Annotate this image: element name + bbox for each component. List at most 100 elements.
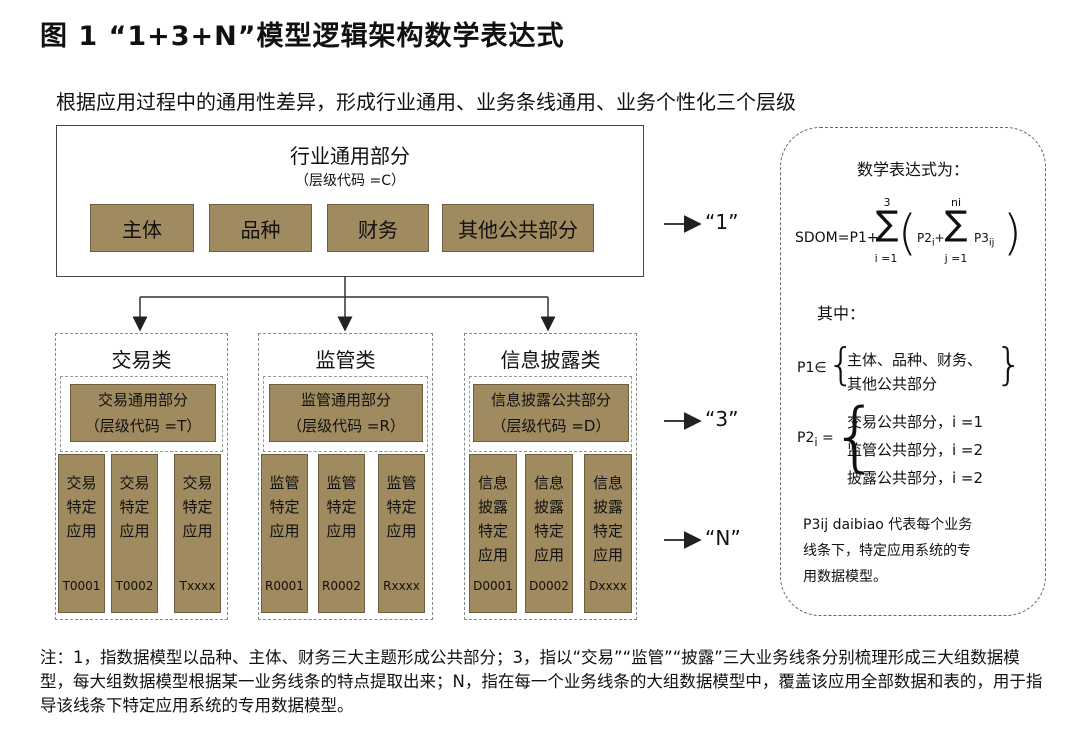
app-line: 应用	[533, 546, 564, 564]
p2-label-base: P2	[797, 430, 815, 446]
app-code: Dxxxx	[589, 579, 627, 593]
app-line: 交易	[182, 474, 213, 492]
label-n: “N”	[705, 526, 741, 550]
group-regulation-title: 监管类	[315, 348, 376, 372]
p2-members: 交易公共部分，i =1 监管公共部分，i =2 披露公共部分，i =2	[847, 408, 983, 492]
formula-where: 其中：	[817, 304, 866, 323]
app-line: 应用	[269, 522, 300, 540]
tile-variety: 品种	[209, 204, 312, 252]
p2-label-eq: =	[817, 430, 834, 446]
group-regulation-common-frame	[263, 376, 428, 452]
p3-description: P3ij daibiao 代表每个业务 线条下，特定应用系统的专 用数据模型。	[803, 512, 972, 590]
app-code: T0002	[115, 579, 154, 593]
app-column-regulation-2: 监管 特定 应用 R0002	[318, 454, 365, 613]
term-p3-sub: ij	[988, 237, 995, 249]
term-p2: P2i+	[917, 231, 945, 248]
p2-label: P2i =	[797, 430, 834, 449]
term-p2-base: P2	[917, 231, 932, 245]
p2-line: 交易公共部分，i =1	[847, 413, 984, 431]
group-disclosure-title: 信息披露类	[500, 348, 601, 372]
app-line: 应用	[182, 522, 213, 540]
group-regulation-common-box: 监管通用部分 （层级代码 =R）	[269, 384, 423, 442]
sum1-lower: i =1	[874, 252, 898, 265]
app-code: R0001	[265, 579, 304, 593]
app-line: 交易	[119, 474, 150, 492]
app-code: D0002	[529, 579, 569, 593]
sum2-lower: j =1	[944, 252, 968, 265]
app-column-disclosure-2: 信息 披露 特定 应用 D0002	[525, 454, 573, 613]
app-column-trade-3: 交易 特定 应用 Txxxx	[174, 454, 221, 613]
tile-other-common: 其他公共部分	[442, 204, 594, 252]
industry-common-code: （层级代码 =C）	[295, 173, 405, 189]
formula-lhs: SDOM=P1+	[795, 230, 879, 246]
term-plus: +	[934, 231, 945, 245]
p2-left-brace: {	[831, 391, 880, 480]
app-column-trade-1: 交易 特定 应用 T0001	[58, 454, 105, 613]
app-line: 应用	[119, 522, 150, 540]
group-trade-common-label: 交易通用部分	[97, 391, 188, 409]
app-column-trade-2: 交易 特定 应用 T0002	[111, 454, 158, 613]
sigma-symbol: ∑	[875, 204, 899, 244]
formula-heading: 数学表达式为：	[856, 160, 969, 179]
app-column-disclosure-3: 信息 披露 特定 应用 Dxxxx	[584, 454, 632, 613]
app-line: 特定	[386, 498, 417, 516]
label-1: “1”	[705, 210, 739, 234]
term-p2-sub: i	[931, 237, 935, 249]
app-line: 监管	[269, 474, 300, 492]
group-trade: 交易类 交易通用部分 （层级代码 =T）	[55, 333, 228, 620]
tile-subject: 主体	[90, 204, 194, 252]
app-line: 特定	[477, 522, 508, 540]
term-p3: P3ij	[974, 231, 994, 248]
group-trade-common-code: （层级代码 =T）	[84, 417, 202, 435]
group-trade-title: 交易类	[111, 348, 172, 372]
app-line: 特定	[269, 498, 300, 516]
group-regulation-common-label: 监管通用部分	[300, 391, 391, 409]
group-disclosure: 信息披露类 信息披露公共部分 （层级代码 =D）	[464, 333, 637, 620]
p1-label: P1∈	[797, 360, 827, 376]
app-line: 应用	[66, 522, 97, 540]
app-column-regulation-3: 监管 特定 应用 Rxxxx	[378, 454, 425, 613]
p2-line: 监管公共部分，i =2	[847, 441, 984, 459]
app-line: 监管	[326, 474, 357, 492]
left-paren: (	[898, 205, 917, 261]
right-paren: )	[1003, 205, 1022, 261]
app-line: 披露	[533, 498, 564, 516]
app-line: 特定	[533, 522, 564, 540]
app-line: 应用	[592, 546, 623, 564]
app-line: 信息	[592, 474, 623, 492]
group-disclosure-common-frame	[469, 376, 632, 452]
figure-title: 图 1 “1+3+N”模型逻辑架构数学表达式	[40, 21, 565, 52]
app-line: 特定	[66, 498, 97, 516]
group-disclosure-common-code: （层级代码 =D）	[491, 417, 611, 435]
group-trade-common-box: 交易通用部分 （层级代码 =T）	[70, 384, 216, 442]
app-column-disclosure-1: 信息 披露 特定 应用 D0001	[469, 454, 517, 613]
figure-subtitle: 根据应用过程中的通用性差异，形成行业通用、业务条线通用、业务个性化三个层级	[56, 90, 796, 114]
app-line: 交易	[66, 474, 97, 492]
app-code: T0001	[62, 579, 101, 593]
sum1-upper: 3	[883, 196, 891, 209]
app-line: 应用	[386, 522, 417, 540]
p2-line: 披露公共部分，i =2	[847, 469, 984, 487]
app-line: 披露	[592, 498, 623, 516]
label-3: “3”	[705, 407, 739, 431]
app-line: 监管	[386, 474, 417, 492]
footnote: 注：1，指数据模型以品种、主体、财务三大主题形成公共部分；3，指以“交易”“监管…	[40, 648, 1043, 715]
app-code: Txxxx	[179, 579, 216, 593]
group-disclosure-common-label: 信息披露公共部分	[490, 391, 611, 409]
industry-common-box: 行业通用部分 （层级代码 =C） 主体 品种 财务 其他公共部分	[56, 125, 644, 277]
app-code: R0002	[322, 579, 361, 593]
formula-panel: 数学表达式为： SDOM=P1+ 3 ∑ i =1 ( P2i+ ni ∑ j …	[780, 127, 1046, 616]
tile-finance: 财务	[327, 204, 429, 252]
p3-line: 线条下，特定应用系统的专	[803, 543, 971, 559]
app-line: 应用	[326, 522, 357, 540]
p3-line: P3ij daibiao 代表每个业务	[803, 517, 973, 533]
app-line: 信息	[533, 474, 564, 492]
industry-common-title: 行业通用部分	[290, 144, 410, 168]
p3-line: 用数据模型。	[803, 569, 887, 585]
app-line: 应用	[477, 546, 508, 564]
p1-right-brace: }	[995, 339, 1023, 390]
app-line: 信息	[477, 474, 508, 492]
app-code: Rxxxx	[383, 579, 420, 593]
p1-left-brace: {	[827, 339, 855, 390]
